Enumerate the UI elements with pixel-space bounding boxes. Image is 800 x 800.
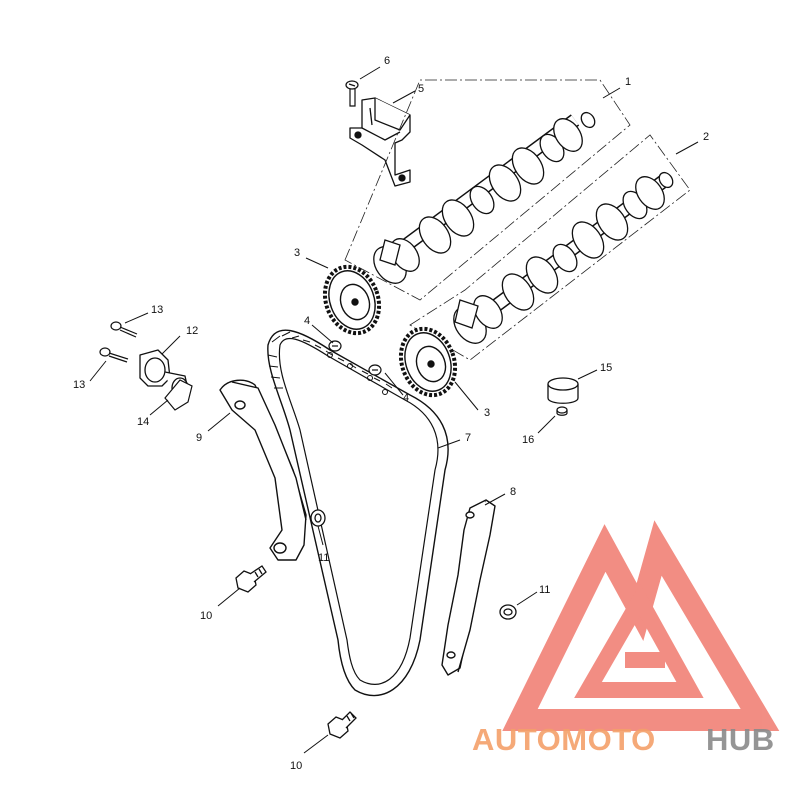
- camshaft-sprocket-lower: [398, 326, 458, 398]
- callout-11-lower: 11: [539, 584, 550, 596]
- callout-13-lower: 13: [73, 379, 85, 391]
- bolt-upper: [235, 565, 267, 593]
- callout-4-lower: 4: [403, 392, 409, 404]
- cam-chain: [267, 329, 449, 697]
- screw: [345, 80, 359, 107]
- washer-lower: [499, 604, 517, 620]
- tensioner-bolt-upper: [110, 321, 138, 338]
- callout-15: 15: [600, 362, 612, 374]
- callout-9: 9: [196, 432, 202, 444]
- camshaft-intake: [344, 79, 631, 301]
- sprocket-bolt-upper: [328, 340, 342, 352]
- tensioner-blade: [219, 379, 307, 561]
- callout-12: 12: [186, 325, 198, 337]
- bolt-lower: [327, 711, 357, 739]
- callout-2: 2: [703, 131, 709, 143]
- callout-8: 8: [510, 486, 516, 498]
- chain-guide-top: [349, 97, 411, 187]
- leader-lines: [89, 66, 699, 754]
- tensioner-bolt-lower: [99, 347, 129, 363]
- tensioner-gasket: [164, 379, 193, 411]
- callout-13-upper: 13: [151, 304, 163, 316]
- callout-4-upper: 4: [304, 315, 310, 327]
- washer-upper: [310, 509, 326, 527]
- camshaft-exhaust: [409, 134, 691, 361]
- callout-3-upper: 3: [294, 247, 300, 259]
- chain-links: [267, 331, 393, 395]
- callout-5: 5: [418, 83, 424, 95]
- callout-11-upper: 11: [318, 552, 329, 564]
- shim: [556, 406, 568, 416]
- callout-16: 16: [522, 434, 534, 446]
- watermark-logo: [502, 520, 780, 731]
- watermark-text-primary: AUTOMOTO: [472, 722, 656, 757]
- callout-6: 6: [384, 55, 390, 67]
- callout-7: 7: [465, 432, 471, 444]
- watermark-text-secondary: HUB: [706, 722, 775, 757]
- watermark-text: AUTOMOTO HUB: [472, 722, 775, 757]
- sprocket-bolt-lower: [368, 364, 382, 376]
- callout-14: 14: [137, 416, 149, 428]
- fixed-guide-rail: [441, 499, 496, 676]
- callout-labels: 1 2 3 3 4 4 5 6 7 8 9 10 10 11 11 12 13 …: [73, 55, 709, 772]
- camshaft-sprocket-upper: [322, 264, 382, 336]
- callout-10-upper: 10: [200, 610, 212, 622]
- callout-10-lower: 10: [290, 760, 302, 772]
- callout-1: 1: [625, 76, 631, 88]
- bucket-tappet: [547, 377, 579, 404]
- callout-3-lower: 3: [484, 407, 490, 419]
